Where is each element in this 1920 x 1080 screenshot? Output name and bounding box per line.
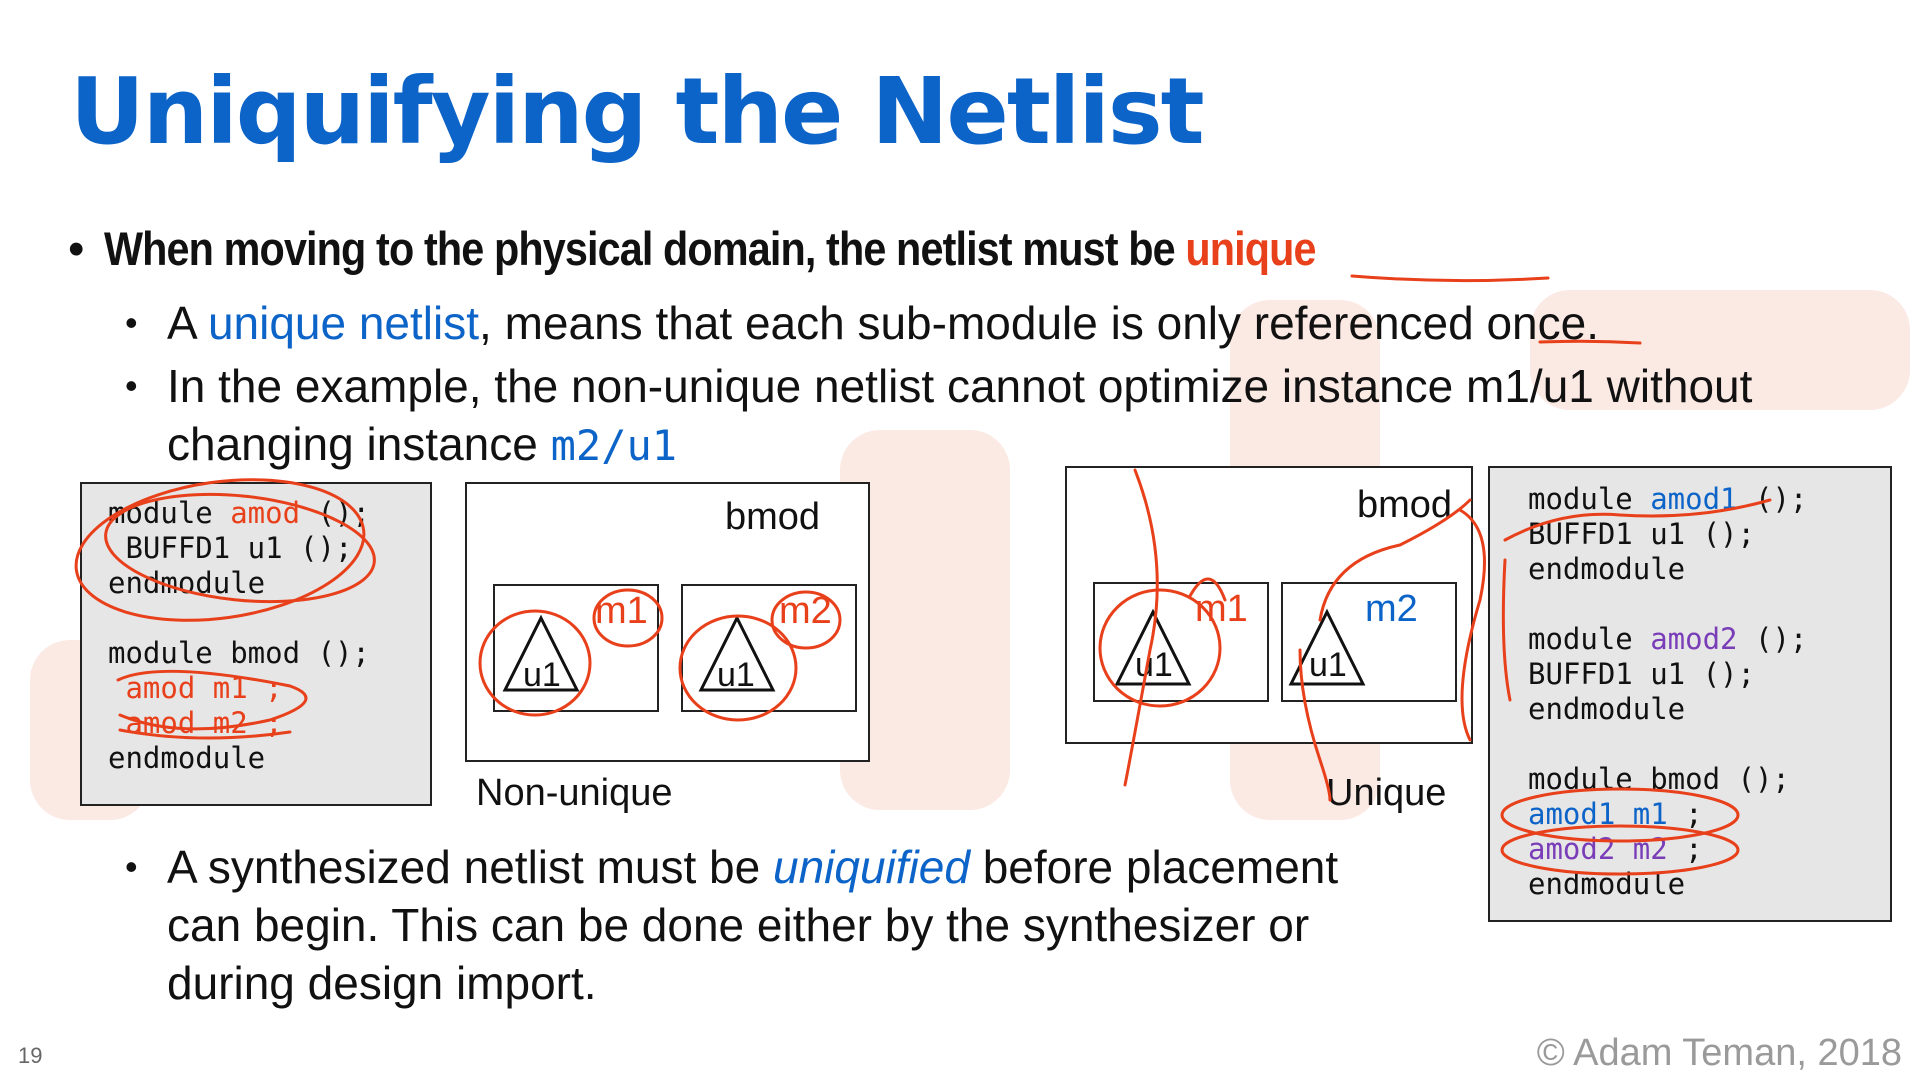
code-text: (); (1737, 482, 1808, 516)
sub-bullet-1-prefix: A (167, 297, 208, 349)
main-bullet-highlight: unique (1185, 222, 1316, 275)
code-box-unique: module amod1 (); BUFFD1 u1 (); endmodule… (1488, 466, 1892, 922)
main-bullet-prefix: When moving to the physical domain, the … (104, 222, 1186, 275)
code-line: amod m2 ; (108, 706, 283, 740)
code-line-blank (108, 601, 430, 636)
unique-caption: Unique (1326, 772, 1447, 814)
sub-bullet-2-code: m2/u1 (550, 421, 678, 470)
cell-u1-label: u1 (1309, 646, 1347, 684)
page-number: 19 (18, 1043, 43, 1068)
cell-u1-label: u1 (1135, 646, 1173, 684)
bmod-label: bmod (1357, 484, 1453, 526)
bullet-dot: • (125, 302, 138, 343)
code-line: BUFFD1 u1 (); (108, 531, 353, 565)
nonunique-caption: Non-unique (476, 772, 673, 814)
sub-bullet-3-suffix: before placement (969, 841, 1339, 893)
sub-bullet-3-line3: during design import. (167, 957, 597, 1009)
sub-bullet-1-text: A unique netlist, means that each sub-mo… (167, 294, 1599, 352)
unique-bmod-box: bmod m1 u1 m2 u1 (1065, 466, 1473, 744)
code-line: endmodule (1528, 692, 1686, 726)
code-line-blank (1528, 587, 1890, 622)
code-line: module bmod (); (108, 636, 370, 670)
sub-bullet-3-line2: can begin. This can be done either by th… (167, 899, 1310, 951)
code-box-nonunique: module amod (); BUFFD1 u1 (); endmodule … (80, 482, 432, 806)
cell-u1-label: u1 (717, 656, 755, 694)
code-line: amod1 m1 ; (1528, 797, 1890, 832)
code-keyword: module (108, 496, 231, 530)
code-module-name: amod1 (1650, 482, 1738, 516)
code-module-name: amod2 (1650, 622, 1738, 656)
sub-bullet-2-line1: In the example, the non-unique netlist c… (167, 360, 1753, 412)
sub-bullet-2-line2-prefix: changing instance (167, 418, 551, 470)
code-text: (); (1737, 622, 1808, 656)
bullet-dot: • (125, 365, 138, 406)
code-line: endmodule (108, 741, 266, 775)
sub-bullet-2-line2: changing instance m2/u1 (167, 415, 677, 475)
main-bullet-text: When moving to the physical domain, the … (104, 220, 1317, 278)
code-keyword: module (1528, 482, 1651, 516)
instance-m1-label: m1 (595, 590, 648, 632)
code-keyword: module (1528, 622, 1651, 656)
code-line: BUFFD1 u1 (); (1528, 517, 1755, 551)
nonunique-bmod-box: bmod m1 u1 m2 u1 (465, 482, 870, 762)
code-text: ; (1667, 797, 1703, 831)
underline-stroke (1350, 274, 1550, 283)
code-line: BUFFD1 u1 (); (1528, 657, 1755, 691)
code-instance: amod1 m1 (1528, 797, 1668, 831)
code-instance: amod2 m2 (1528, 832, 1668, 866)
cell-u1-label: u1 (523, 656, 561, 694)
code-line: module bmod (); (1528, 762, 1790, 796)
code-line: endmodule (1528, 552, 1686, 586)
code-line: module amod1 (); (1528, 482, 1890, 517)
code-line: endmodule (108, 566, 266, 600)
instance-m2-box: m2 u1 (1281, 582, 1457, 702)
code-line-blank (1528, 727, 1890, 762)
bullet-dot: • (68, 222, 85, 275)
code-line: endmodule (1528, 867, 1686, 901)
instance-m2-label: m2 (779, 590, 832, 632)
sub-bullet-3-highlight: uniquified (772, 841, 970, 893)
sub-bullet-3-prefix: A synthesized netlist must be (167, 841, 773, 893)
copyright-notice: © Adam Teman, 2018 (1536, 1032, 1902, 1074)
code-text: ; (1667, 832, 1703, 866)
instance-m2-label: m2 (1365, 588, 1418, 630)
code-module-name: amod (230, 496, 301, 530)
sub-bullet-3-line1: A synthesized netlist must be uniquified… (167, 838, 1338, 896)
code-line: module amod (); (108, 496, 430, 531)
bmod-label: bmod (725, 496, 821, 538)
code-line: amod2 m2 ; (1528, 832, 1890, 867)
instance-m1-box: m1 u1 (1093, 582, 1269, 702)
sub-bullet-1-suffix: , means that each sub-module is only ref… (479, 297, 1600, 349)
background-watermark (1530, 290, 1910, 410)
slide-title: Uniquifying the Netlist (70, 58, 1205, 165)
instance-m1-box: m1 u1 (493, 584, 659, 712)
bullet-dot: • (125, 846, 138, 887)
code-text: (); (300, 496, 370, 530)
code-line: amod m1 ; (108, 671, 283, 705)
instance-m1-label: m1 (1195, 588, 1248, 630)
instance-m2-box: m2 u1 (681, 584, 857, 712)
code-line: module amod2 (); (1528, 622, 1890, 657)
sub-bullet-1-highlight: unique netlist (207, 297, 480, 349)
